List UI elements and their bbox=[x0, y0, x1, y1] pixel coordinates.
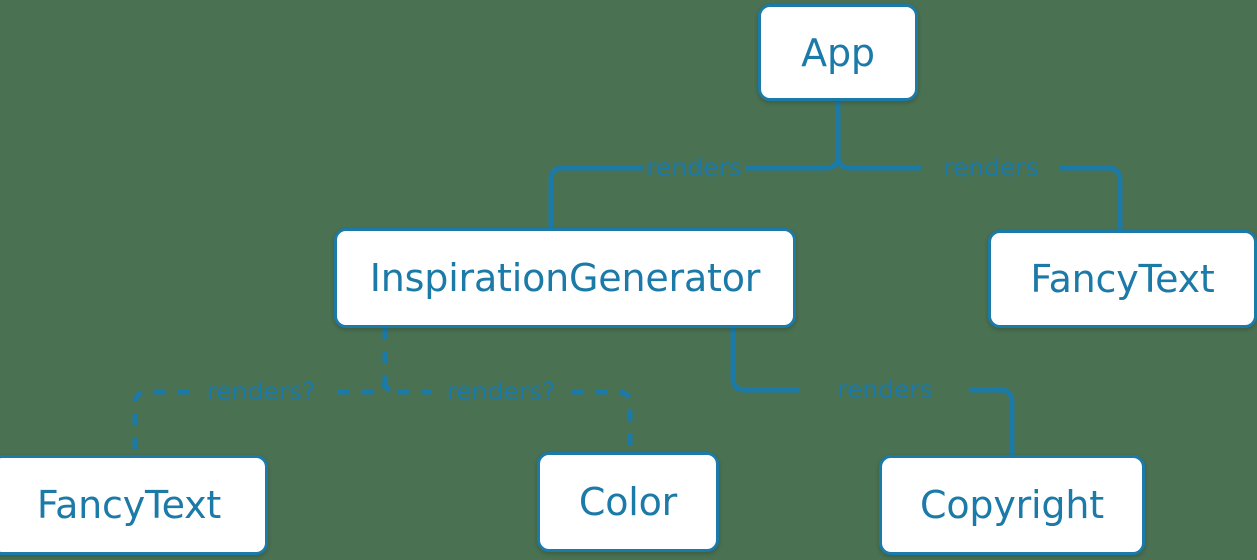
node-copyright[interactable]: Copyright bbox=[879, 455, 1145, 555]
connector-inspiration-dashed-trunk-right bbox=[382, 379, 398, 395]
node-fancytext-top[interactable]: FancyText bbox=[988, 230, 1257, 328]
node-label-fancytext-top: FancyText bbox=[1030, 257, 1215, 301]
node-app[interactable]: App bbox=[758, 4, 918, 101]
node-label-color: Color bbox=[578, 480, 678, 524]
edge-label-inspiration-to-fancytext: renders? bbox=[207, 377, 316, 406]
connector-inspiration-to-copyright bbox=[730, 328, 1015, 455]
node-label-inspiration-generator: InspirationGenerator bbox=[369, 256, 761, 300]
edge-label-inspiration-to-copyright: renders bbox=[837, 375, 933, 404]
connector-app-to-inspiration bbox=[548, 165, 826, 228]
connector-app-trunk-right bbox=[835, 155, 851, 171]
node-label-fancytext-bottom: FancyText bbox=[36, 483, 222, 527]
node-color[interactable]: Color bbox=[537, 452, 719, 552]
node-fancytext-bottom[interactable]: FancyText bbox=[0, 455, 268, 555]
edge-label-app-to-inspiration: renders bbox=[646, 153, 742, 182]
connector-inspiration-to-fancytext bbox=[132, 389, 373, 455]
connector-app-to-fancytext bbox=[850, 165, 1123, 230]
node-label-copyright: Copyright bbox=[920, 483, 1104, 527]
node-inspiration-generator[interactable]: InspirationGenerator bbox=[334, 228, 796, 328]
connector-inspiration-to-color bbox=[397, 389, 633, 452]
edge-label-app-to-fancytext: renders bbox=[943, 153, 1039, 182]
edge-label-inspiration-to-color: renders? bbox=[447, 377, 556, 406]
node-label-app: App bbox=[801, 30, 875, 75]
